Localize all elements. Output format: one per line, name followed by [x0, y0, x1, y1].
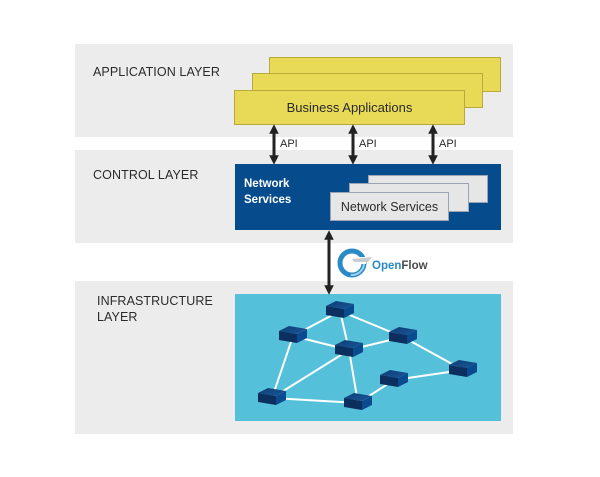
network-switch-icon-n6[interactable]	[380, 370, 408, 387]
openflow-logo-icon	[337, 248, 372, 278]
network-links	[271, 310, 464, 404]
network-services-title-line1: Network	[244, 178, 290, 190]
api-label-2: API	[359, 138, 377, 150]
network-switch-icon-n7[interactable]	[258, 388, 286, 405]
api-label-3: API	[439, 138, 457, 150]
openflow-label: OpenFlow	[372, 260, 428, 272]
network-switch-icon-n3[interactable]	[335, 340, 363, 357]
infrastructure-layer-label: INFRASTRUCTURE LAYER	[97, 293, 213, 325]
openflow-label-flow: Flow	[401, 260, 428, 272]
network-switch-icon-n4[interactable]	[389, 327, 417, 344]
network-service-box-front[interactable]: Network Services	[330, 192, 449, 221]
network-service-label: Network Services	[340, 199, 439, 214]
network-switch-icon-n2[interactable]	[279, 326, 307, 343]
network-link-n2-n7	[271, 335, 294, 399]
api-label-1: API	[280, 138, 298, 150]
business-app-label: Business Applications	[286, 100, 413, 115]
infrastructure-label-line1: INFRASTRUCTURE	[97, 294, 213, 308]
network-services-title: Network Services	[244, 176, 291, 208]
network-switch-icon-n5[interactable]	[449, 360, 477, 377]
network-switch-icon-n1[interactable]	[326, 301, 354, 318]
control-layer-label: CONTROL LAYER	[93, 168, 199, 182]
network-switches	[258, 301, 477, 410]
network-switch-icon-n8[interactable]	[344, 393, 372, 410]
network-link-n3-n7	[271, 349, 350, 399]
business-app-box-front[interactable]: Business Applications	[234, 90, 465, 125]
openflow-label-open: Open	[372, 260, 402, 272]
application-layer-label: APPLICATION LAYER	[93, 65, 220, 79]
infrastructure-label-line2: LAYER	[97, 310, 138, 324]
network-link-n7-n8	[271, 397, 359, 404]
network-services-title-line2: Services	[244, 194, 292, 206]
